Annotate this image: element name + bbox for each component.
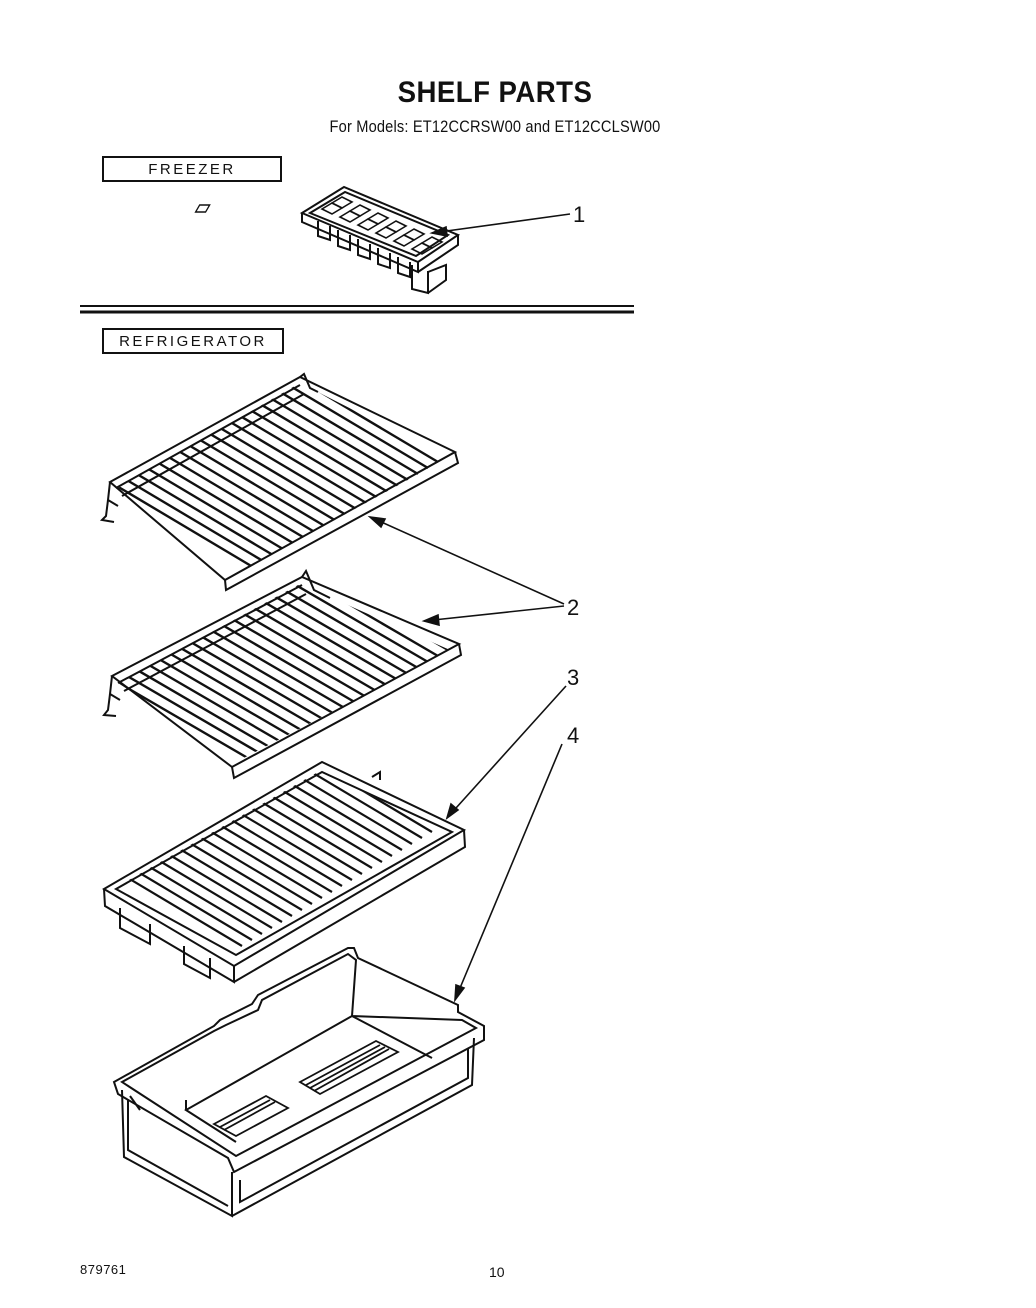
crisper-cover-part xyxy=(102,760,467,984)
callout-1: 1 xyxy=(573,202,585,227)
callout-3: 3 xyxy=(567,665,579,690)
ice-tray-part xyxy=(194,185,461,295)
leader-lines xyxy=(367,213,571,1003)
wire-shelf-upper-part xyxy=(99,372,460,592)
crisper-drawer-part xyxy=(112,947,485,1218)
models-subtitle: For Models: ET12CCRSW00 and ET12CCLSW00 xyxy=(329,117,661,136)
refrigerator-section-label: REFRIGERATOR xyxy=(102,328,284,354)
page-title: SHELF PARTS xyxy=(397,76,593,109)
callout-4: 4 xyxy=(567,723,579,748)
freezer-section-label: FREEZER xyxy=(102,156,282,182)
wire-shelf-lower-part xyxy=(102,568,463,780)
document-code: 879761 xyxy=(80,1262,127,1277)
callout-2: 2 xyxy=(567,595,579,620)
section-divider xyxy=(80,305,634,314)
page-number: 10 xyxy=(489,1264,505,1280)
